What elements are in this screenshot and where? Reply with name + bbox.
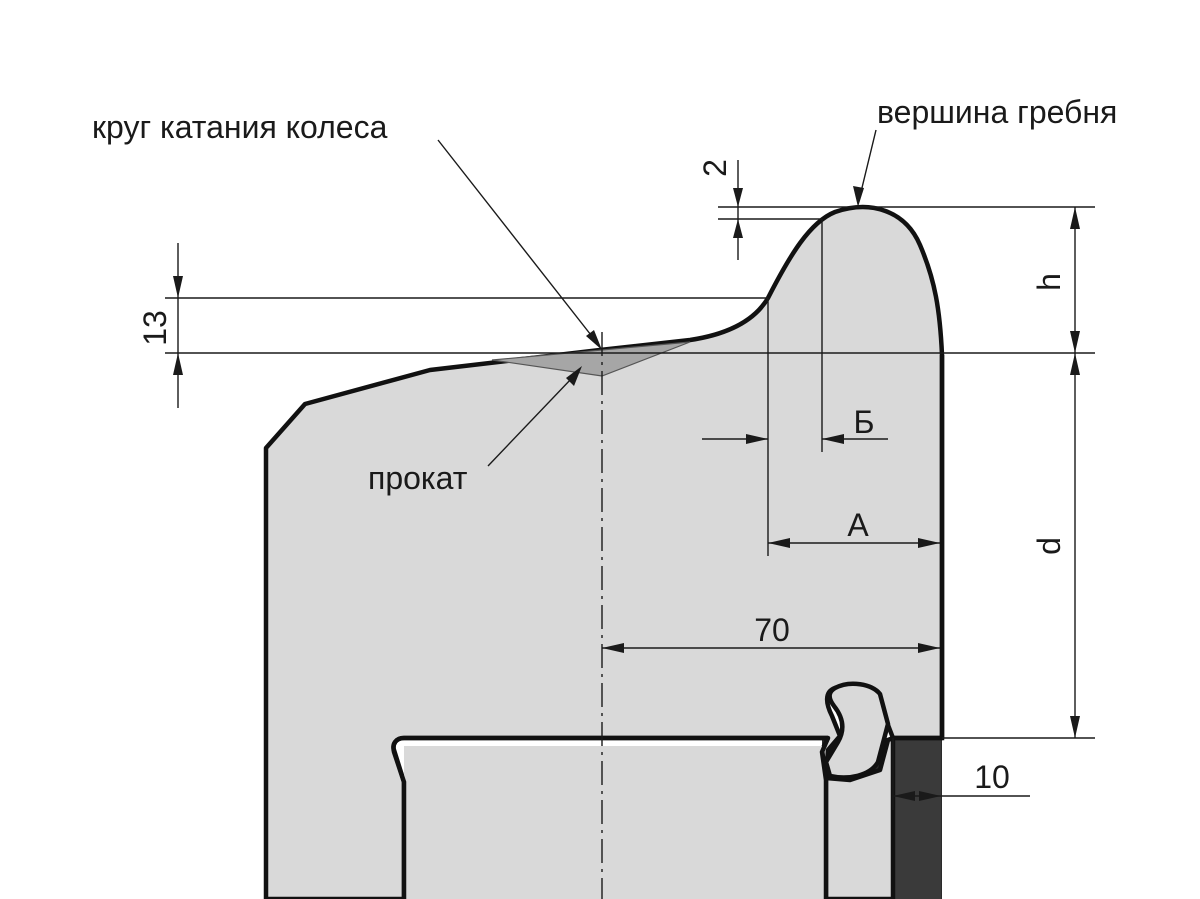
leader-rolling-circle: круг катания колеса xyxy=(92,109,602,350)
dimension-70: 70 xyxy=(602,612,940,653)
inner-bore xyxy=(404,746,826,899)
dimension-h: h xyxy=(1031,207,1080,353)
dimension-a-text: А xyxy=(847,507,869,543)
hollow-wear-area xyxy=(491,341,691,377)
label-rolling-circle: круг катания колеса xyxy=(92,109,388,145)
dimension-b-text: Б xyxy=(854,404,875,440)
label-flange-top: вершина гребня xyxy=(877,94,1117,130)
reference-lines xyxy=(165,206,1095,739)
dimension-10: 10 xyxy=(892,738,1030,810)
dimension-d: d xyxy=(1031,353,1080,738)
dimension-d-text: d xyxy=(1031,537,1067,555)
dimension-h-text: h xyxy=(1031,273,1067,291)
dimension-2: 2 xyxy=(697,159,743,260)
leader-flange-top: вершина гребня xyxy=(853,94,1117,207)
inner-bore-right-edge xyxy=(819,737,831,899)
label-hollow-wear: прокат xyxy=(368,460,468,496)
dimension-10-text: 10 xyxy=(974,759,1010,795)
flange-lip xyxy=(823,681,891,780)
dimension-b: Б xyxy=(702,404,888,444)
dimension-2-text: 2 xyxy=(697,159,733,177)
leader-hollow-wear: прокат xyxy=(368,366,582,496)
dimension-13: 13 xyxy=(137,243,183,408)
inner-bore-left-edge xyxy=(391,735,828,899)
dimension-13-text: 13 xyxy=(137,310,173,346)
dimension-70-text: 70 xyxy=(754,612,790,648)
right-dark-inner xyxy=(893,738,941,899)
dimension-a: А xyxy=(768,507,940,548)
